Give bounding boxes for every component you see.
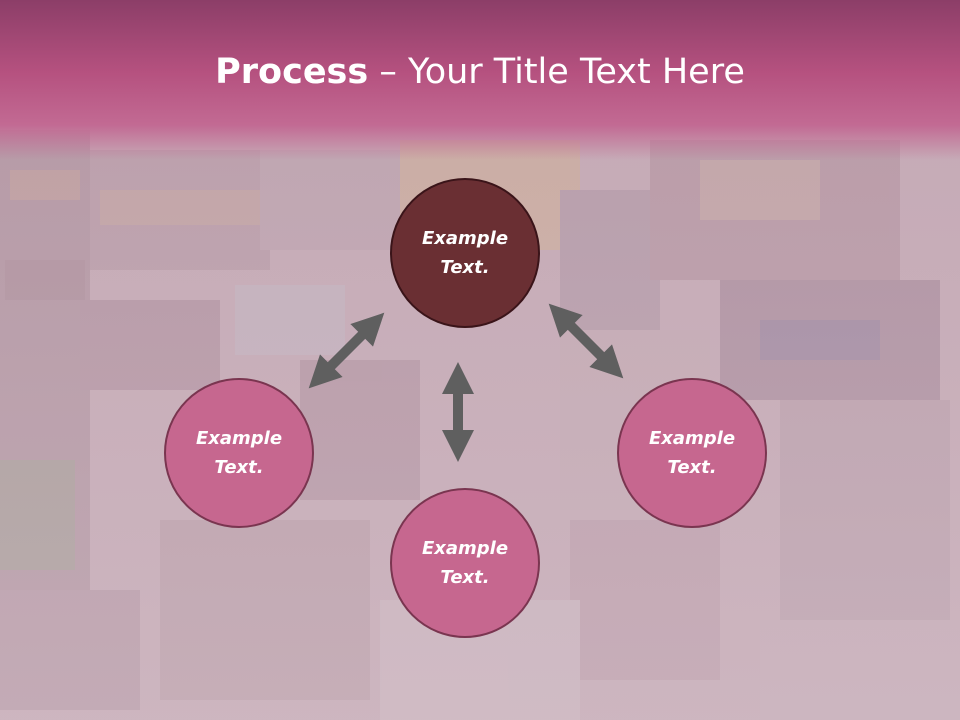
slide-title: Process – Your Title Text Here [0,52,960,92]
node-right-label: Example Text. [648,428,736,478]
node-bottom-label: Example Text. [421,538,509,588]
title-rest: – Your Title Text Here [368,52,745,92]
double-arrow-upper-left [308,312,385,389]
node-left: Example Text. [164,378,314,528]
node-top: Example Text. [390,178,540,328]
title-bold: Process [215,52,369,92]
node-top-label: Example Text. [421,228,509,278]
node-bottom: Example Text. [390,488,540,638]
node-right: Example Text. [617,378,767,528]
double-arrow-upper-right [548,303,624,379]
node-left-label: Example Text. [195,428,283,478]
title-banner [0,0,960,160]
